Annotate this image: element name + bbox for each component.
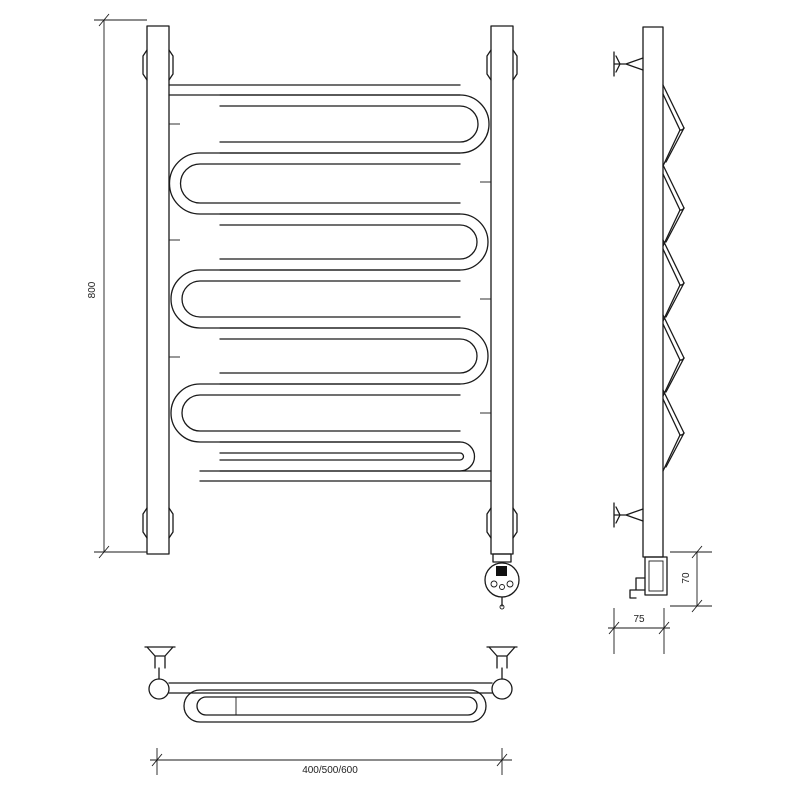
side-tube-segment — [662, 84, 685, 129]
side-tube-segment — [662, 164, 685, 209]
top-loop-tube — [183, 689, 487, 723]
tube-segment — [181, 394, 461, 432]
side-tube-segment — [662, 314, 685, 359]
side-top-bracket — [613, 51, 644, 77]
side-heater — [629, 556, 668, 599]
side-bottom-bracket — [613, 502, 644, 528]
tube-segment — [168, 152, 461, 215]
side-tube-segment — [679, 282, 685, 286]
tube-segment — [219, 94, 490, 154]
right-top-mount — [486, 49, 518, 81]
width-label: 400/500/600 — [302, 765, 358, 776]
depth-label: 75 — [633, 614, 645, 625]
side-tube-segment — [662, 434, 681, 472]
tube-segment — [219, 105, 479, 143]
side-view: 70 75 — [608, 26, 712, 654]
heater-element — [484, 553, 520, 610]
side-tube-segment — [662, 248, 681, 286]
left-top-mount — [142, 49, 174, 81]
side-tube-segment — [662, 323, 681, 361]
side-tube-segment — [662, 239, 685, 284]
height-label: 800 — [87, 281, 98, 298]
side-tube-segment — [662, 359, 681, 397]
tube-segment — [219, 452, 465, 461]
side-tube-segment — [665, 282, 685, 318]
side-tube-segment — [679, 432, 685, 436]
tube-segment — [179, 163, 461, 204]
side-tube-segment — [662, 389, 685, 434]
tube-segment — [170, 269, 461, 329]
tube-segment — [219, 327, 489, 385]
serpentine-tube — [168, 94, 491, 472]
height-dimension: 800 — [87, 13, 147, 559]
side-tube-segment — [662, 93, 681, 131]
side-tube-segment — [665, 127, 685, 163]
heater-display-icon — [496, 566, 507, 576]
side-tube-segment — [662, 284, 681, 322]
side-tube-segment — [679, 127, 685, 131]
offset-dimension: 70 — [670, 545, 712, 613]
top-right-bracket — [486, 646, 518, 669]
tube-segment — [170, 383, 461, 443]
top-left-bracket — [144, 646, 176, 669]
top-right-post-end — [491, 678, 513, 700]
side-tube-segment — [665, 207, 685, 243]
tube-segment — [219, 224, 478, 260]
side-tube-segment — [679, 207, 685, 211]
side-tube-segment — [665, 432, 685, 468]
side-tube-segment — [679, 357, 685, 361]
depth-dimension: 75 — [608, 608, 670, 654]
tube-segment — [219, 213, 489, 271]
front-view: 800 — [87, 13, 520, 610]
tube-segment — [219, 338, 478, 374]
tube-segment — [219, 441, 476, 472]
left-bottom-mount — [142, 507, 174, 539]
side-tube-segment — [662, 209, 681, 247]
right-post — [490, 25, 514, 555]
side-tube-zigzag — [662, 84, 685, 472]
offset-label: 70 — [681, 572, 692, 584]
width-dimension: 400/500/600 — [150, 748, 512, 776]
side-tube-segment — [662, 398, 681, 436]
side-tube-segment — [665, 357, 685, 393]
top-left-post-end — [148, 678, 170, 700]
left-post — [146, 25, 170, 555]
top-view: 400/500/600 — [144, 646, 518, 776]
right-bottom-mount — [486, 507, 518, 539]
side-tube-segment — [662, 129, 681, 167]
side-tube-segment — [662, 173, 681, 211]
tube-segment — [181, 280, 461, 318]
side-post — [642, 26, 664, 558]
